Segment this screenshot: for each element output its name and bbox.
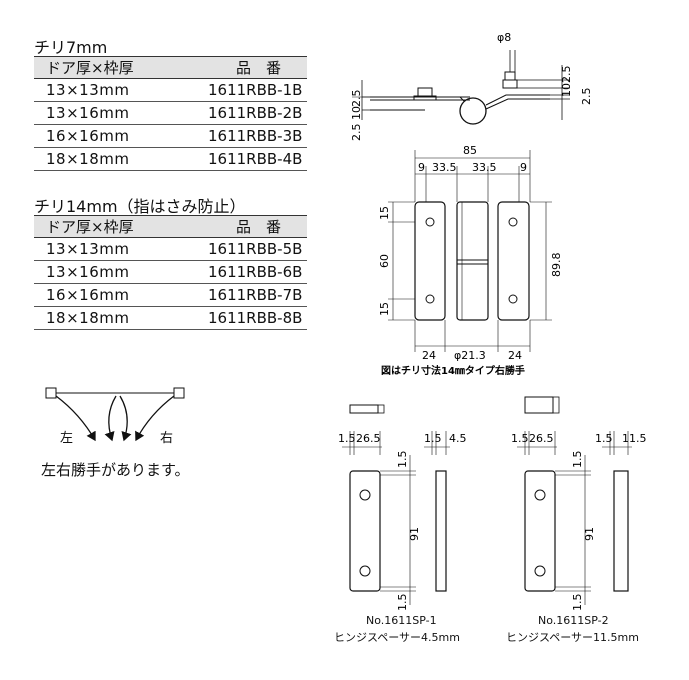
spacer1-dim-b: 26.5	[356, 432, 381, 445]
dim-2-5-10: 2.5 10	[350, 106, 363, 141]
dim-height-mid: 60	[378, 254, 391, 268]
spacer2-dim-d: 11.5	[622, 432, 647, 445]
spacer1-desc: ヒンジスペーサー4.5mm	[334, 631, 460, 644]
left-swing-arrow-icon	[55, 395, 96, 442]
spacer2-name: No.1611SP-2	[538, 614, 609, 627]
spacer2-dim-a: 1.5	[511, 432, 529, 445]
cell-part: 1611RBB-3B	[166, 124, 307, 148]
dim-width-1: 9	[418, 161, 425, 174]
hinge-top-view: φ8 2.5 10 2.5 2.5 2.5 10	[350, 31, 593, 141]
hinge-caption: 図はチリ寸法14㎜タイプ右勝手	[381, 364, 525, 377]
spacer2-dim-bottom: 1.5	[571, 594, 584, 612]
spacer1-drawing: 1.5 26.5 1.5 4.5 1.5 91 1.5	[338, 404, 467, 612]
cell-part: 1611RBB-5B	[166, 237, 307, 261]
spacer2-dim-mid: 91	[583, 527, 596, 541]
dim-width-2: 33.5	[432, 161, 457, 174]
table-header: ドア厚×枠厚 品 番	[34, 215, 307, 238]
spacer2-dim-b: 26.5	[529, 432, 554, 445]
dim-bottom-left: 24	[422, 349, 436, 362]
cell-door: 13×16mm	[34, 101, 166, 125]
header-door: ドア厚×枠厚	[34, 56, 166, 79]
cell-part: 1611RBB-8B	[166, 306, 307, 330]
cell-door: 16×16mm	[34, 283, 166, 307]
dim-2-5b: 2.5	[580, 88, 593, 106]
cell-part: 1611RBB-2B	[166, 101, 307, 125]
cell-door: 16×16mm	[34, 124, 166, 148]
dim-2-5a: 2.5	[560, 66, 573, 84]
right-swing-arrow-icon	[135, 395, 175, 442]
left-swing-inner-arrow-icon	[104, 395, 117, 442]
dim-height-total: 89.8	[550, 253, 563, 278]
cell-part: 1611RBB-1B	[166, 78, 307, 102]
dim-height-bottom: 15	[378, 302, 391, 316]
spacer2-drawing: 1.5 26.5 1.5 11.5 1.5 91 1.5	[511, 396, 647, 612]
dim-2-5c: 2.5	[350, 90, 363, 108]
cell-part: 1611RBB-6B	[166, 260, 307, 284]
header-part: 品 番	[166, 56, 307, 79]
spacer1-dim-c: 1.5	[424, 432, 442, 445]
dim-10a: 10	[560, 83, 573, 97]
handing-left-label: 左	[60, 431, 74, 446]
cell-part: 1611RBB-4B	[166, 147, 307, 171]
table-header: ドア厚×枠厚 品 番	[34, 56, 307, 79]
spacer1-dim-bottom: 1.5	[396, 594, 409, 612]
cell-door: 13×13mm	[34, 78, 166, 102]
handing-right-label: 右	[160, 431, 174, 446]
handing-note: 左右勝手があります。	[41, 461, 190, 479]
spacer1-dim-mid: 91	[408, 527, 421, 541]
cell-part: 1611RBB-7B	[166, 283, 307, 307]
spacer2-desc: ヒンジスペーサー11.5mm	[506, 631, 639, 644]
left-door-pivot-icon	[45, 387, 57, 399]
dim-bottom-right: 24	[508, 349, 522, 362]
cell-door: 13×13mm	[34, 237, 166, 261]
spacer1-dim-top: 1.5	[396, 451, 409, 469]
section2-title: チリ14mm（指はさみ防止）	[34, 197, 246, 216]
cell-door: 18×18mm	[34, 147, 166, 171]
hinge-front-view: 85 9 33.5 33.5 9 15 60 15 89.8 24 φ21.3 …	[378, 144, 563, 377]
dim-width-total: 85	[463, 144, 477, 157]
header-door: ドア厚×枠厚	[34, 215, 166, 238]
spacer2-dim-c: 1.5	[595, 432, 613, 445]
cell-door: 18×18mm	[34, 306, 166, 330]
spacer1-dim-a: 1.5	[338, 432, 356, 445]
right-swing-inner-arrow-icon	[119, 395, 132, 442]
section1-title: チリ7mm	[34, 38, 108, 57]
dim-bottom-center: φ21.3	[454, 349, 486, 362]
handing-diagram	[45, 387, 185, 442]
dim-width-4: 9	[520, 161, 527, 174]
spacer1-name: No.1611SP-1	[366, 614, 437, 627]
cell-door: 13×16mm	[34, 260, 166, 284]
dim-phi8: φ8	[497, 31, 511, 44]
dim-width-3: 33.5	[472, 161, 497, 174]
spacer2-dim-top: 1.5	[571, 451, 584, 469]
dim-height-top: 15	[378, 206, 391, 220]
right-door-pivot-icon	[173, 387, 185, 399]
spacer1-dim-d: 4.5	[449, 432, 467, 445]
header-part: 品 番	[166, 215, 307, 238]
